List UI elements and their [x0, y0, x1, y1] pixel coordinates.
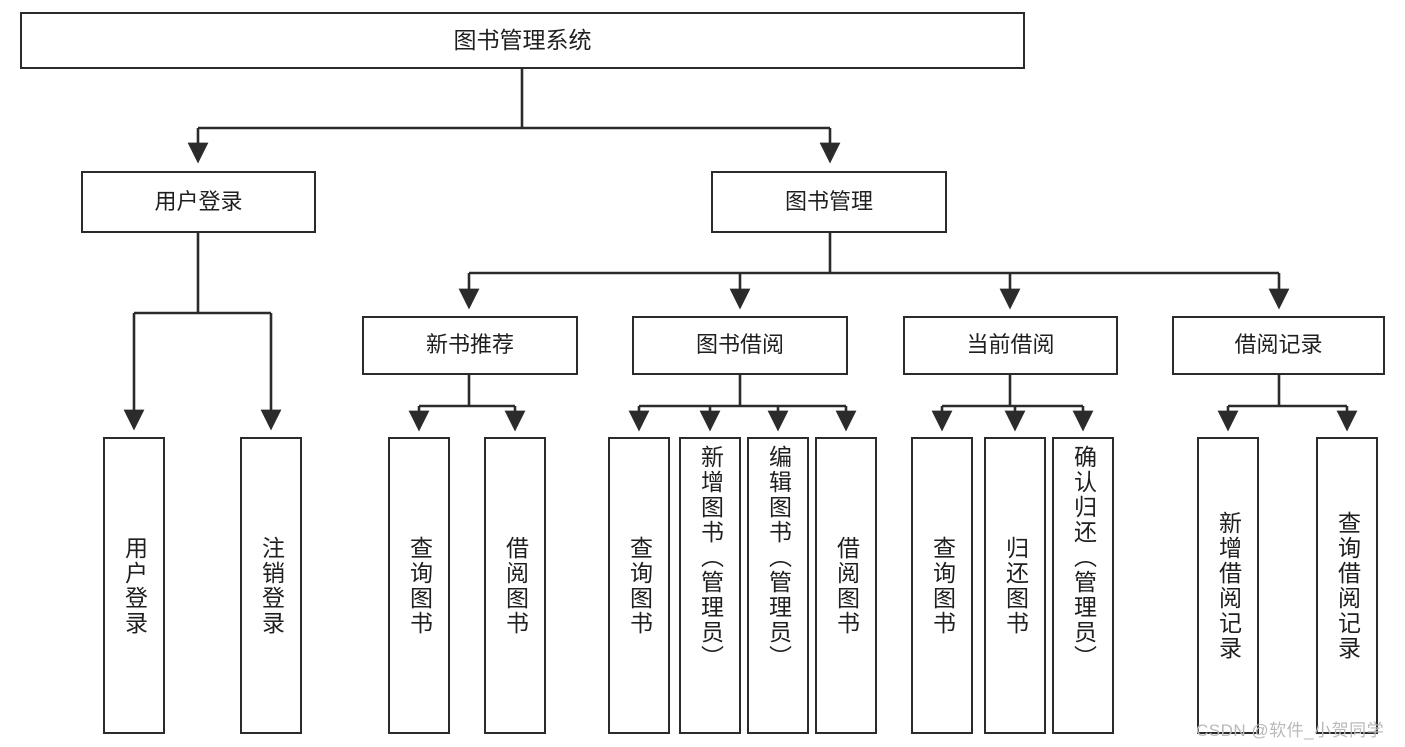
watermark: CSDN @软件_小贺同学 [1196, 721, 1385, 740]
node-book-borrow-label: 图书借阅 [695, 332, 784, 358]
node-leaf-logout[interactable]: 注销登录 [240, 437, 302, 734]
node-leaf-query-book-3[interactable]: 查询图书 [911, 437, 973, 734]
node-leaf-logout-label: 注销登录 [258, 535, 285, 636]
node-leaf-edit-book-label: 编辑图书（管理员） [765, 445, 792, 670]
node-root-label: 图书管理系统 [453, 26, 592, 53]
node-leaf-query-book-3-label: 查询图书 [929, 535, 956, 636]
node-leaf-user-login[interactable]: 用户登录 [103, 437, 165, 734]
node-leaf-borrow-book-1-label: 借阅图书 [502, 535, 529, 636]
node-borrow-record-label: 借阅记录 [1234, 332, 1323, 358]
node-leaf-return-book[interactable]: 归还图书 [984, 437, 1046, 734]
node-user-login[interactable]: 用户登录 [81, 171, 316, 233]
node-current-borrow[interactable]: 当前借阅 [903, 316, 1118, 375]
node-leaf-query-book-1[interactable]: 查询图书 [388, 437, 450, 734]
node-leaf-query-record-label: 查询借阅记录 [1334, 510, 1361, 661]
node-leaf-user-login-label: 用户登录 [121, 535, 148, 636]
node-current-borrow-label: 当前借阅 [966, 332, 1055, 358]
node-leaf-borrow-book-1[interactable]: 借阅图书 [484, 437, 546, 734]
node-leaf-return-book-label: 归还图书 [1002, 535, 1029, 636]
node-leaf-add-book[interactable]: 新增图书（管理员） [679, 437, 741, 734]
node-leaf-query-book-1-label: 查询图书 [406, 535, 433, 636]
node-borrow-record[interactable]: 借阅记录 [1172, 316, 1385, 375]
node-leaf-query-record[interactable]: 查询借阅记录 [1316, 437, 1378, 734]
node-book-manage[interactable]: 图书管理 [711, 171, 947, 233]
node-leaf-add-record-label: 新增借阅记录 [1215, 510, 1242, 661]
node-book-manage-label: 图书管理 [784, 188, 873, 214]
node-leaf-query-book-2[interactable]: 查询图书 [608, 437, 670, 734]
node-leaf-confirm-return[interactable]: 确认归还（管理员） [1052, 437, 1114, 734]
node-new-book-rec[interactable]: 新书推荐 [362, 316, 578, 375]
node-book-borrow[interactable]: 图书借阅 [632, 316, 848, 375]
node-leaf-confirm-return-label: 确认归还（管理员） [1070, 445, 1097, 670]
node-root[interactable]: 图书管理系统 [20, 12, 1025, 69]
node-new-book-rec-label: 新书推荐 [425, 332, 514, 358]
node-leaf-borrow-book-2-label: 借阅图书 [833, 535, 860, 636]
node-leaf-add-record[interactable]: 新增借阅记录 [1197, 437, 1259, 734]
node-leaf-edit-book[interactable]: 编辑图书（管理员） [747, 437, 809, 734]
node-user-login-label: 用户登录 [154, 188, 243, 214]
node-leaf-add-book-label: 新增图书（管理员） [697, 445, 724, 670]
node-leaf-borrow-book-2[interactable]: 借阅图书 [815, 437, 877, 734]
node-leaf-query-book-2-label: 查询图书 [626, 535, 653, 636]
